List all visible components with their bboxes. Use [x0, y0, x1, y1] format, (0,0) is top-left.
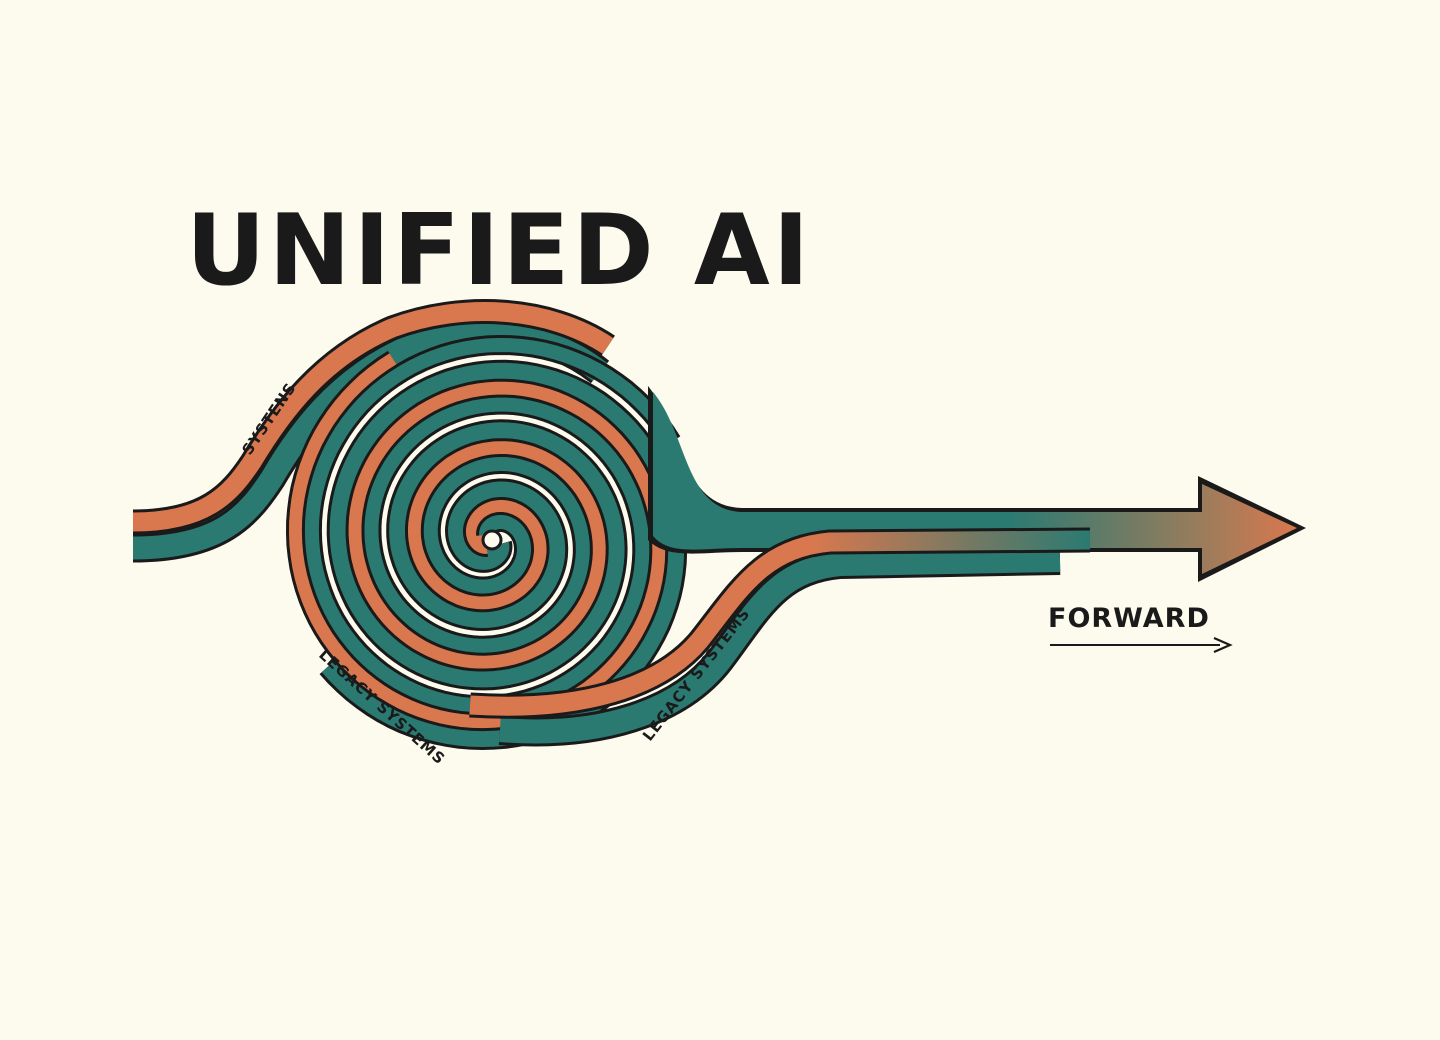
spiral-center — [481, 529, 503, 551]
diagram-title: UNIFIED AI — [186, 194, 812, 308]
forward-arrow-icon — [1050, 636, 1233, 654]
spiral-band-teal-inner — [304, 337, 678, 713]
label-forward: FORWARD — [1048, 603, 1210, 634]
spiral-graphic — [285, 334, 688, 751]
spiral-band-teal — [321, 362, 685, 748]
outgoing-bands-bottom — [469, 527, 1091, 747]
spiral-band-orange — [288, 353, 666, 729]
